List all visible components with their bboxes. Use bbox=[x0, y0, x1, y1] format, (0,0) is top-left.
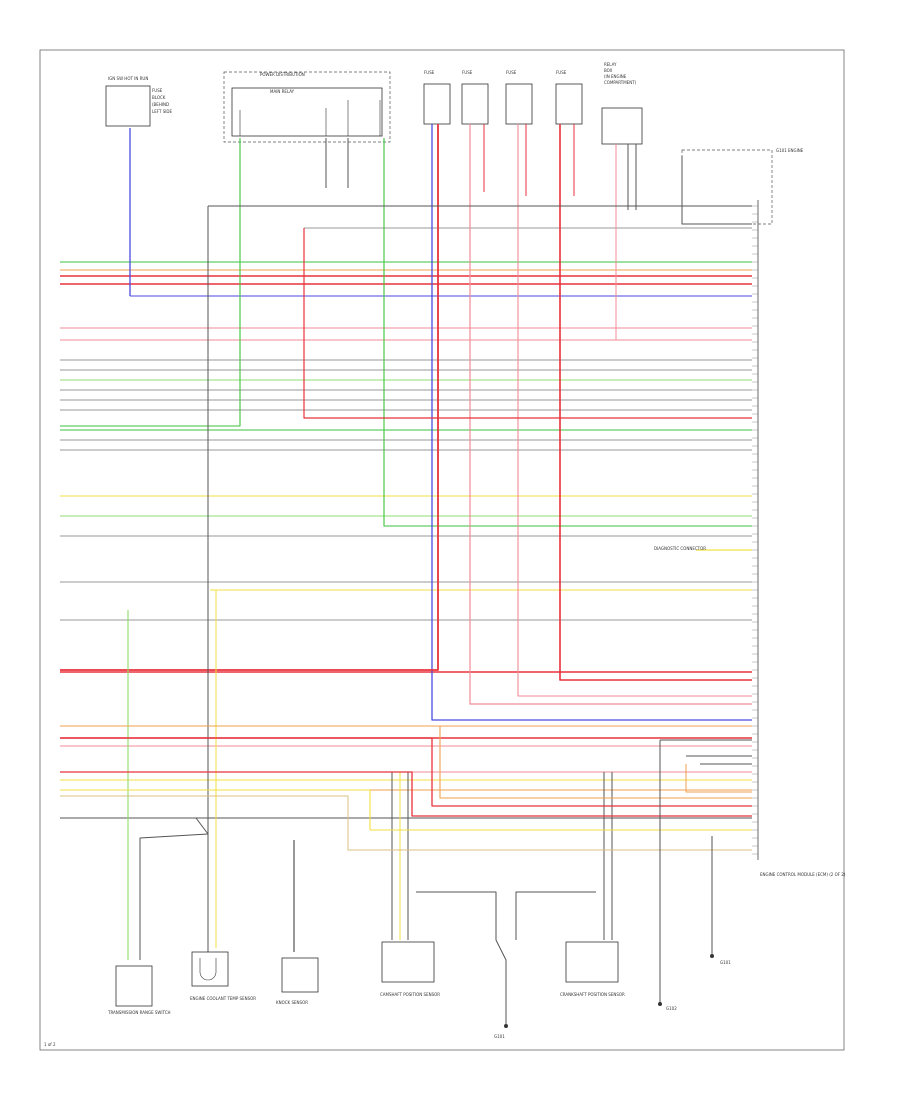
wire-layer bbox=[60, 124, 752, 1024]
svg-text:(BEHIND: (BEHIND bbox=[152, 102, 169, 107]
ground-top-label: G101 ENGINE bbox=[776, 148, 804, 153]
svg-text:LEFT SIDE: LEFT SIDE bbox=[152, 109, 173, 114]
pin-label-layer bbox=[752, 205, 758, 855]
wire-orange-3 bbox=[685, 764, 752, 793]
wire-fuse1-red bbox=[60, 124, 439, 671]
ground-bottom-2: G102 bbox=[658, 1002, 677, 1011]
diagram-border bbox=[39, 49, 845, 1051]
footer-code: 1 of 2 bbox=[44, 1042, 56, 1047]
ecm-connector: ENGINE CONTROL MODULE (ECM) (2 OF 2) bbox=[757, 200, 846, 877]
main-relay: POWER DISTRIBUTION MAIN RELAY bbox=[223, 71, 391, 143]
diagnostic-connector: DIAGNOSTIC CONNECTOR bbox=[654, 546, 706, 551]
wire-shield-a bbox=[416, 891, 507, 1024]
sensor-coolant-temp: ENGINE COOLANT TEMP SENSOR bbox=[190, 951, 256, 1001]
wire-fuse3-pink bbox=[517, 124, 752, 697]
fuse-1-label: FUSE bbox=[424, 70, 435, 75]
wire-relay-green bbox=[60, 138, 241, 427]
main-relay-label: MAIN RELAY bbox=[270, 89, 295, 94]
svg-text:(IN ENGINE: (IN ENGINE bbox=[604, 74, 627, 79]
ground-mid-label: G101 bbox=[720, 960, 731, 965]
ecm-label: ENGINE CONTROL MODULE (ECM) (2 OF 2) bbox=[760, 872, 846, 877]
sensor-4-label: CAMSHAFT POSITION SENSOR bbox=[380, 992, 440, 997]
wire-red-2 bbox=[60, 771, 752, 817]
sensor-trans-range: TRANSMISSION RANGE SWITCH bbox=[107, 965, 171, 1015]
wire-red-3 bbox=[60, 737, 752, 807]
wire-gray-red bbox=[303, 228, 752, 419]
sensor-camshaft: CAMSHAFT POSITION SENSOR bbox=[380, 941, 440, 997]
wire-fuse2-pink bbox=[469, 124, 752, 705]
sensor-1-label: TRANSMISSION RANGE SWITCH bbox=[107, 1010, 171, 1015]
fuse-2-label: FUSE bbox=[462, 70, 473, 75]
ground-mid: G101 bbox=[710, 954, 731, 965]
wire-shield-b bbox=[515, 891, 596, 940]
svg-text:FUSE: FUSE bbox=[152, 88, 163, 93]
wire-ground-top bbox=[681, 156, 752, 225]
ground-bot1-label: G101 bbox=[494, 1034, 505, 1039]
fuse-1: FUSE bbox=[423, 70, 451, 125]
relay-box-right: RELAY BOX (IN ENGINE COMPARTMENT) bbox=[601, 62, 643, 145]
ground-top-callout: G101 ENGINE bbox=[681, 148, 804, 225]
wire-fuse4-red bbox=[559, 124, 752, 681]
fuse-2: FUSE bbox=[461, 70, 489, 125]
fuse-4-label: FUSE bbox=[556, 70, 567, 75]
ignition-switch: IGN SW HOT IN RUN FUSE BLOCK (BEHIND LEF… bbox=[105, 76, 173, 127]
main-relay-title: POWER DISTRIBUTION bbox=[260, 72, 305, 77]
fuse-3: FUSE bbox=[505, 70, 533, 125]
svg-text:RELAY: RELAY bbox=[604, 62, 617, 67]
sensor-crankshaft: CRANKSHAFT POSITION SENSOR bbox=[560, 941, 625, 997]
svg-text:BLOCK: BLOCK bbox=[152, 95, 166, 100]
svg-text:COMPARTMENT): COMPARTMENT) bbox=[604, 80, 637, 85]
sensor-3-label: KNOCK SENSOR bbox=[276, 1000, 308, 1005]
fuse-3-label: FUSE bbox=[506, 70, 517, 75]
wire-tan bbox=[60, 795, 752, 851]
sensor-knock: KNOCK SENSOR bbox=[276, 957, 319, 1005]
wire-sens1-dk bbox=[139, 817, 209, 960]
wire-orange-2 bbox=[60, 725, 752, 799]
diagnostic-label: DIAGNOSTIC CONNECTOR bbox=[654, 546, 706, 551]
fuse-4: FUSE bbox=[555, 70, 583, 125]
wire-green-long bbox=[383, 262, 752, 527]
ignition-switch-label: IGN SW HOT IN RUN bbox=[108, 76, 148, 81]
wire-fuse1-blue bbox=[431, 124, 752, 721]
wire-yellow-2 bbox=[60, 789, 752, 831]
svg-text:BOX: BOX bbox=[604, 68, 613, 73]
ground-bot2-label: G102 bbox=[666, 1006, 677, 1011]
sensor-2-label: ENGINE COOLANT TEMP SENSOR bbox=[190, 996, 256, 1001]
sensor-5-label: CRANKSHAFT POSITION SENSOR bbox=[560, 992, 625, 997]
ground-bottom-1: G101 bbox=[494, 1024, 508, 1039]
